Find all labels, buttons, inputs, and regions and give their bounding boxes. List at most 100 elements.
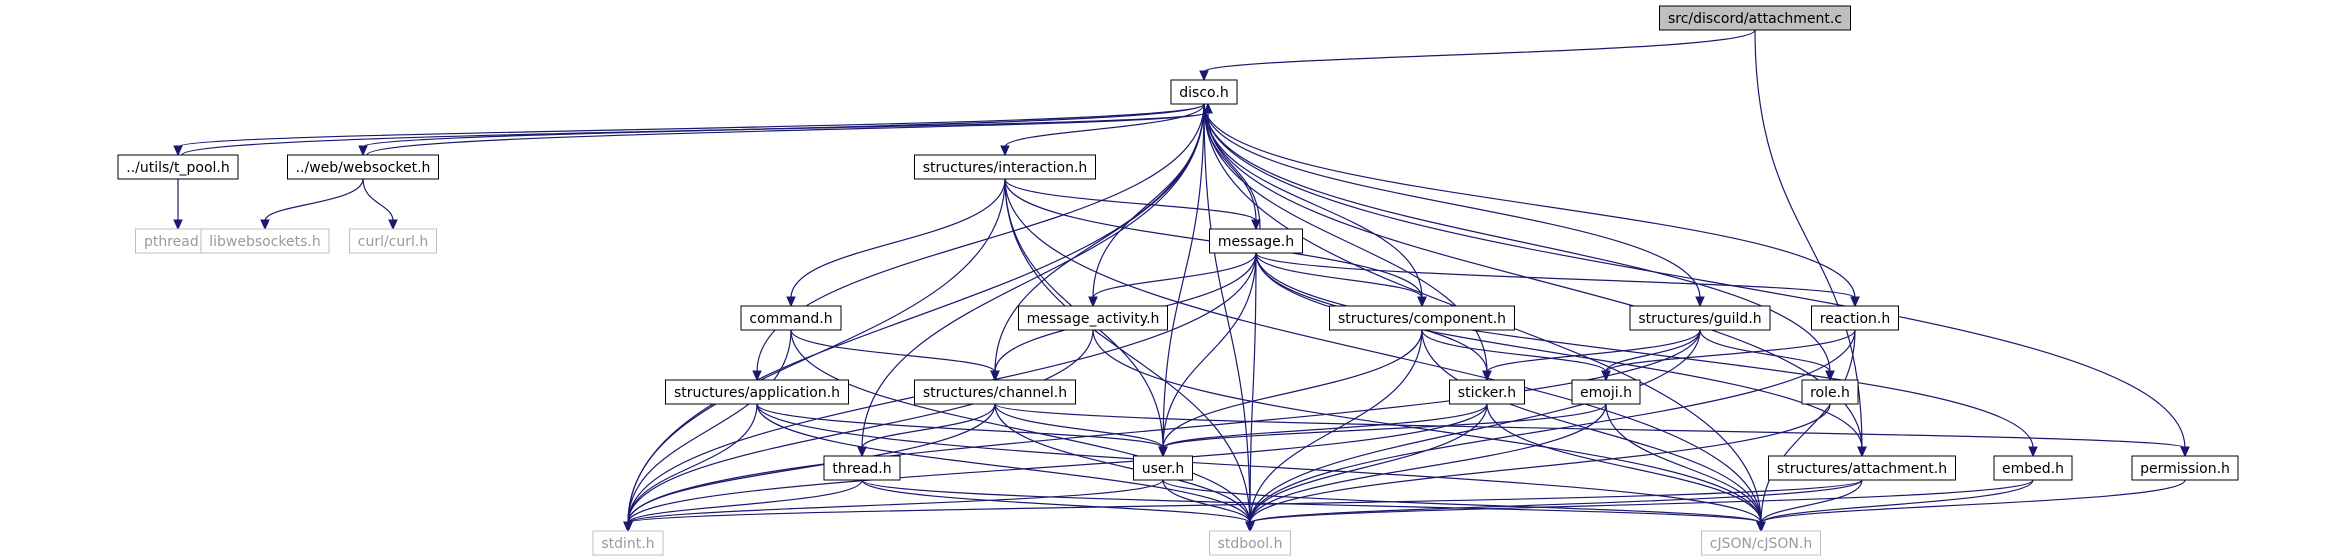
edge-line bbox=[627, 403, 758, 524]
edge-line bbox=[790, 329, 996, 373]
node-attachment-c[interactable]: src/discord/attachment.c bbox=[1659, 5, 1851, 31]
edge-message_h-to-component_h bbox=[1255, 252, 1427, 308]
node-label: structures/guild.h bbox=[1638, 311, 1761, 327]
node-message-activity-h[interactable]: message_activity.h bbox=[1018, 305, 1168, 331]
edge-arrowhead bbox=[752, 370, 762, 382]
edge-line bbox=[790, 329, 1251, 524]
node-box bbox=[1629, 305, 1771, 331]
node-label: libwebsockets.h bbox=[209, 234, 321, 250]
edge-line bbox=[861, 103, 1205, 449]
node-curl-h: curl/curl.h bbox=[349, 228, 437, 254]
edge-disco_h-to-struct_attachment_h bbox=[1203, 103, 1867, 458]
edge-arrowhead bbox=[990, 370, 1000, 382]
edge-attachment_c-to-disco_h bbox=[1199, 29, 1756, 82]
edge-arrowhead bbox=[1417, 296, 1427, 308]
edge-channel_h-to-stdint_h bbox=[623, 403, 996, 533]
node-application-h[interactable]: structures/application.h bbox=[665, 379, 849, 405]
edge-disco_h-to-reaction_h bbox=[1203, 103, 1860, 308]
edge-line bbox=[1605, 329, 1701, 373]
edge-arrowhead bbox=[857, 446, 867, 458]
edge-line bbox=[861, 479, 1762, 524]
edge-channel_h-to-permission_h bbox=[994, 403, 2190, 458]
node-label: stdint.h bbox=[601, 536, 654, 552]
edge-arrowhead bbox=[1199, 70, 1209, 82]
node-label: structures/component.h bbox=[1338, 311, 1506, 327]
edge-line bbox=[1249, 329, 1423, 524]
edge-line bbox=[1249, 329, 1701, 524]
node-label: structures/channel.h bbox=[923, 385, 1067, 401]
node-thread-h[interactable]: thread.h bbox=[823, 455, 901, 481]
node-permission-h[interactable]: permission.h bbox=[2131, 455, 2239, 481]
edge-disco_h-to-t_pool_h bbox=[173, 103, 1205, 157]
edge-guild_h-to-sticker_h bbox=[1482, 329, 1701, 382]
node-label: thread.h bbox=[832, 461, 891, 477]
edge-line bbox=[627, 329, 792, 524]
node-websocket-h[interactable]: ../web/websocket.h bbox=[287, 154, 439, 180]
node-label: emoji.h bbox=[1580, 385, 1632, 401]
edge-interaction_h-to-command_h bbox=[786, 178, 1006, 308]
node-component-h[interactable]: structures/component.h bbox=[1329, 305, 1515, 331]
edge-line bbox=[994, 403, 1251, 524]
edge-arrowhead bbox=[2028, 446, 2038, 458]
node-t-pool-h[interactable]: ../utils/t_pool.h bbox=[117, 154, 239, 180]
edge-arrowhead bbox=[1088, 296, 1098, 308]
edge-websocket_h-to-libwebsockets_h bbox=[260, 178, 364, 231]
edge-struct_attachment_h-to-stdint_h bbox=[623, 479, 1863, 533]
node-box bbox=[592, 530, 664, 556]
node-channel-h[interactable]: structures/channel.h bbox=[914, 379, 1076, 405]
node-message-h[interactable]: message.h bbox=[1209, 228, 1303, 254]
edge-arrowhead bbox=[1695, 296, 1705, 308]
edge-message_h-to-stdbool_h bbox=[1245, 252, 1257, 533]
edge-line bbox=[627, 479, 1863, 524]
edge-line bbox=[1249, 252, 1257, 524]
node-pthread-h: pthread.h bbox=[135, 228, 221, 254]
edge-line bbox=[1162, 103, 1205, 449]
node-box bbox=[1209, 530, 1291, 556]
edge-line bbox=[181, 111, 1209, 156]
edge-arrowhead bbox=[173, 219, 183, 231]
edge-line bbox=[756, 103, 1205, 373]
edge-arrowhead bbox=[260, 219, 270, 231]
node-label: reaction.h bbox=[1820, 311, 1890, 327]
node-box bbox=[823, 455, 901, 481]
edge-line bbox=[1203, 103, 2186, 449]
edge-disco_h-to-websocket_h bbox=[358, 103, 1205, 157]
node-label: message_activity.h bbox=[1027, 311, 1160, 327]
node-label: structures/attachment.h bbox=[1777, 461, 1947, 477]
node-box bbox=[117, 154, 239, 180]
node-struct-attachment-h[interactable]: structures/attachment.h bbox=[1768, 455, 1956, 481]
node-box bbox=[1571, 379, 1641, 405]
node-box bbox=[1133, 455, 1193, 481]
node-reaction-h[interactable]: reaction.h bbox=[1811, 305, 1899, 331]
edge-line bbox=[1203, 103, 1831, 373]
node-emoji-h[interactable]: emoji.h bbox=[1571, 379, 1641, 405]
edge-line bbox=[1255, 252, 1856, 299]
node-user-h[interactable]: user.h bbox=[1133, 455, 1193, 481]
node-box bbox=[1449, 379, 1525, 405]
edge-message_h-to-disco_h bbox=[1203, 102, 1261, 230]
edge-arrowhead bbox=[1857, 446, 1867, 458]
node-interaction-h[interactable]: structures/interaction.h bbox=[914, 154, 1096, 180]
edge-line bbox=[1486, 403, 1762, 524]
edge-guild_h-to-role_h bbox=[1699, 329, 1835, 382]
node-command-h[interactable]: command.h bbox=[740, 305, 842, 331]
edge-line bbox=[1255, 252, 2034, 449]
node-box bbox=[349, 228, 437, 254]
node-box bbox=[1659, 5, 1851, 31]
node-label: permission.h bbox=[2140, 461, 2230, 477]
node-label: stdbool.h bbox=[1218, 536, 1283, 552]
node-stdint-h: stdint.h bbox=[592, 530, 664, 556]
node-guild-h[interactable]: structures/guild.h bbox=[1629, 305, 1771, 331]
edge-websocket_h-to-curl_h bbox=[362, 178, 398, 231]
node-role-h[interactable]: role.h bbox=[1801, 379, 1859, 405]
edge-arrowhead bbox=[1251, 219, 1261, 231]
edge-message_h-to-struct_attachment_h bbox=[1255, 252, 1867, 458]
node-disco-h[interactable]: disco.h bbox=[1170, 79, 1238, 105]
edge-arrowhead bbox=[1000, 145, 1010, 157]
edge-arrowhead bbox=[388, 219, 398, 231]
node-embed-h[interactable]: embed.h bbox=[1993, 455, 2073, 481]
node-sticker-h[interactable]: sticker.h bbox=[1449, 379, 1525, 405]
edge-line bbox=[1004, 178, 1762, 524]
edge-line bbox=[1203, 103, 1856, 299]
edge-arrowhead bbox=[1158, 446, 1168, 458]
